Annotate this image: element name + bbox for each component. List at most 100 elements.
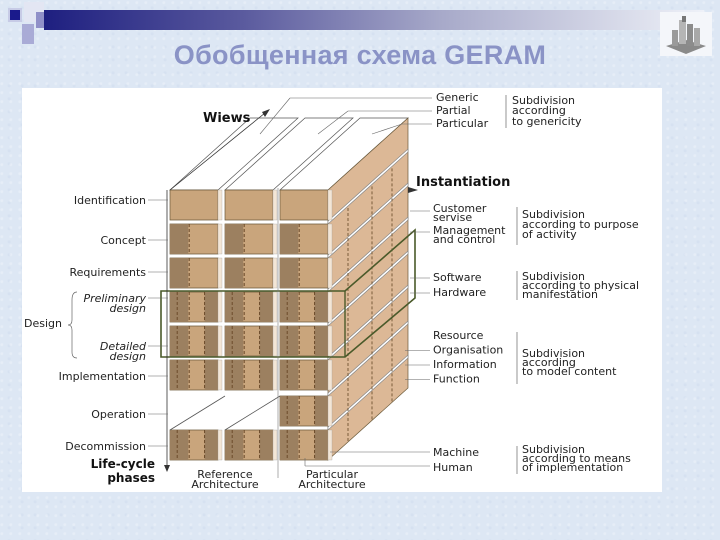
block-gap <box>272 359 278 391</box>
front-block-dark <box>170 292 189 322</box>
purpose-label: Management <box>433 224 506 237</box>
front-block-dark <box>204 360 218 390</box>
block-gap <box>327 395 333 427</box>
lifecycle-label: phases <box>107 471 155 485</box>
decor-square-dark <box>8 8 22 22</box>
front-block-dark <box>314 396 328 426</box>
front-block-dark <box>314 430 328 460</box>
side-groove <box>327 354 409 431</box>
operation-diagonal <box>169 395 226 431</box>
front-block-dark <box>225 360 244 390</box>
front-block-dark <box>204 430 218 460</box>
physical-label: Software <box>433 271 482 284</box>
instantiation-arrow-icon <box>408 187 418 193</box>
front-block <box>279 189 329 221</box>
physical-label: Hardware <box>433 286 486 299</box>
city-buildings-icon <box>666 16 706 54</box>
implementation-note: of implementation <box>522 461 623 474</box>
front-block-dark <box>170 224 189 254</box>
front-block <box>169 189 219 221</box>
front-block-dark <box>314 360 328 390</box>
views-axis <box>169 112 266 191</box>
front-block-dark <box>259 326 273 356</box>
particular-architecture-label: Architecture <box>298 478 366 491</box>
front-block-dark <box>225 326 244 356</box>
phase-label: Decommission <box>65 440 146 453</box>
front-block-dark <box>170 258 189 288</box>
front-block-dark <box>259 360 273 390</box>
phase-label: Detailed <box>100 340 147 353</box>
front-block-dark <box>280 292 299 322</box>
block-gap <box>272 257 278 289</box>
decor-square <box>22 24 34 44</box>
block-gap <box>272 429 278 461</box>
block-gap <box>327 223 333 255</box>
purpose-label: Customer <box>433 202 487 215</box>
front-block-dark <box>204 292 218 322</box>
block-gap <box>272 189 278 221</box>
operation-diagonal <box>224 395 281 431</box>
block-gap <box>217 189 223 221</box>
front-block-dark <box>280 396 299 426</box>
purpose-note: according to purpose <box>522 218 639 231</box>
block-gap <box>217 359 223 391</box>
front-block-dark <box>280 326 299 356</box>
front-block-dark <box>259 292 273 322</box>
phase-label: design <box>110 302 147 315</box>
genericity-label: Generic <box>436 91 479 104</box>
block-gap <box>327 325 333 357</box>
instantiation-label: Instantiation <box>416 175 510 190</box>
design-group-label: Design <box>24 317 62 330</box>
front-block-dark <box>280 224 299 254</box>
views-arrow-icon <box>262 109 270 117</box>
block-gap <box>217 223 223 255</box>
views-label: Wiews <box>203 111 251 126</box>
side-groove <box>327 320 409 397</box>
side-groove <box>327 250 409 327</box>
block-gap <box>272 325 278 357</box>
title-gradient-bar <box>44 10 704 30</box>
purpose-label: and control <box>433 233 495 246</box>
physical-note: according to physical <box>522 279 639 292</box>
purpose-label: servise <box>433 211 472 224</box>
model-content-note: Subdivision <box>522 347 585 360</box>
reference-architecture-label: Reference <box>197 468 253 481</box>
physical-note: Subdivision <box>522 270 585 283</box>
block-gap <box>327 291 333 323</box>
block-gap <box>217 291 223 323</box>
front-block-dark <box>280 430 299 460</box>
front-block-dark <box>314 326 328 356</box>
leader-line <box>371 123 403 135</box>
leader-line <box>317 110 349 135</box>
genericity-label: Particular <box>436 117 489 130</box>
phase-label: design <box>110 350 147 363</box>
front-block-dark <box>225 292 244 322</box>
lifecycle-label: Life-cycle <box>91 457 155 471</box>
phase-label: Operation <box>91 408 146 421</box>
block-gap <box>327 359 333 391</box>
front-block-dark <box>259 430 273 460</box>
block-gap <box>327 189 333 221</box>
front-block-dark <box>170 430 189 460</box>
purpose-note: Subdivision <box>522 208 585 221</box>
block-gap <box>217 257 223 289</box>
lifecycle-arrow-icon <box>164 465 170 472</box>
block-gap <box>272 223 278 255</box>
reference-architecture-label: Architecture <box>191 478 259 491</box>
block-gap <box>327 257 333 289</box>
leader-line <box>259 97 291 135</box>
implementation-label: Human <box>433 461 473 474</box>
phase-label: Preliminary <box>83 292 146 305</box>
block-gap <box>272 291 278 323</box>
phase-label: Requirements <box>70 266 147 279</box>
model-content-label: Organisation <box>433 344 503 357</box>
design-brace <box>67 291 78 359</box>
block-gap <box>327 429 333 461</box>
genericity-note: to genericity <box>512 115 582 128</box>
implementation-note: Subdivision <box>522 443 585 456</box>
genericity-note: Subdivision <box>512 94 575 107</box>
block-gap <box>217 429 223 461</box>
page-title: Обобщенная схема GERAM <box>173 40 547 70</box>
